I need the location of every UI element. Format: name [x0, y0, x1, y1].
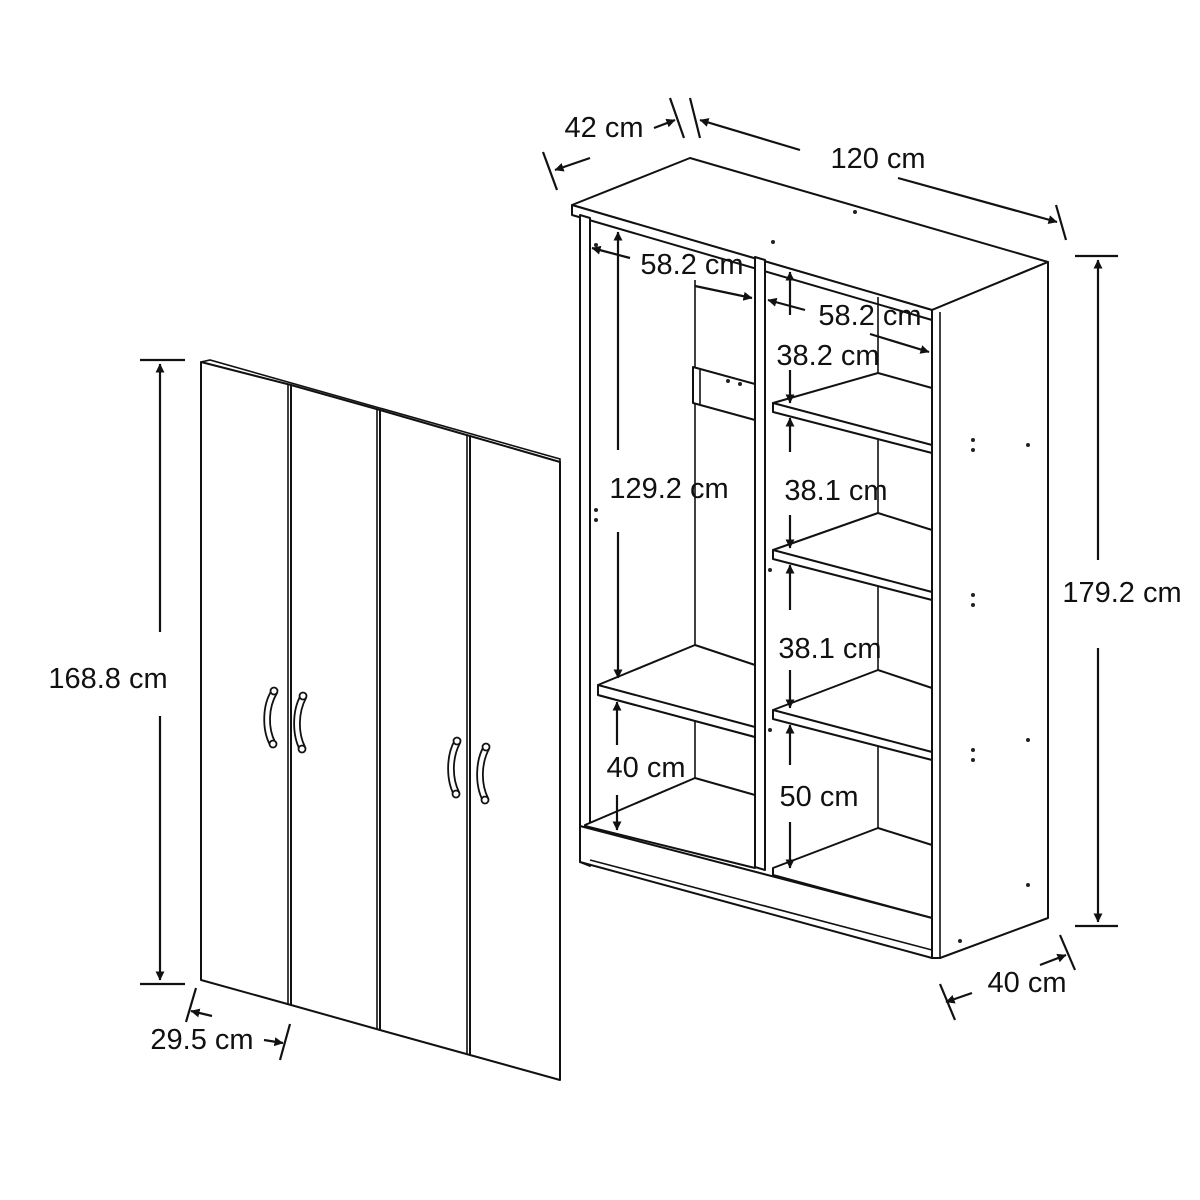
- cabinet-center-divider: [754, 256, 766, 871]
- right-bottom-height-label: 50 cm: [780, 781, 859, 813]
- door-top-edge: [200, 359, 561, 462]
- cabinet-depth-top-label: 42 cm: [565, 112, 644, 144]
- door-panel-3: [379, 409, 471, 1056]
- door-panel-1: [200, 361, 292, 1006]
- cabinet-width-label: 120 cm: [830, 143, 925, 175]
- door-panel-2: [290, 384, 381, 1031]
- left-bottom-height-label: 40 cm: [607, 752, 686, 784]
- cabinet-height-dimension: 179.2 cm: [1062, 254, 1182, 928]
- door-handle: [476, 742, 491, 805]
- left-inner-width-dimension: 58.2 cm: [591, 245, 753, 301]
- hanging-height-dimension: 129.2 cm: [609, 231, 729, 679]
- cabinet-height-label: 179.2 cm: [1062, 577, 1181, 609]
- right-bottom-height-dimension: 50 cm: [780, 724, 859, 869]
- door-panel-4: [469, 435, 561, 1081]
- door-width-label: 29.5 cm: [150, 1024, 253, 1056]
- shelf3-height-label: 38.1 cm: [778, 633, 881, 665]
- door-panels: [200, 359, 561, 1081]
- shelf1-height-dimension: 38.2 cm: [776, 271, 880, 404]
- left-bottom-panel: [584, 777, 756, 869]
- door-width-dimension: 29.5 cm: [150, 987, 292, 1061]
- cabinet-depth-bottom-dimension: 40 cm: [938, 934, 1077, 1021]
- door-handle: [263, 686, 279, 749]
- left-bottom-height-dimension: 40 cm: [607, 701, 686, 831]
- shelf2-height-label: 38.1 cm: [784, 475, 887, 507]
- door-height-dimension: 168.8 cm: [48, 358, 185, 986]
- screw-holes: [594, 210, 1030, 943]
- cabinet-side-panel: [931, 261, 1049, 959]
- right-bottom-panel: [772, 827, 933, 919]
- shelf2-height-dimension: 38.1 cm: [784, 417, 888, 549]
- left-inner-width-label: 58.2 cm: [640, 249, 743, 281]
- hanging-height-label: 129.2 cm: [609, 473, 728, 505]
- wardrobe-cabinet: [571, 157, 1049, 959]
- door-handle: [293, 691, 308, 754]
- door-height-label: 168.8 cm: [48, 663, 167, 695]
- cabinet-depth-bottom-label: 40 cm: [988, 967, 1067, 999]
- cabinet-depth-top-dimension: 42 cm: [541, 97, 686, 191]
- door-handle: [447, 736, 462, 799]
- right-inner-width-label: 58.2 cm: [818, 300, 921, 332]
- cabinet-left-panel: [579, 214, 591, 867]
- cabinet-width-dimension: 120 cm: [688, 97, 1068, 241]
- hanging-rail-bracket: [692, 366, 756, 421]
- shelf1-height-label: 38.2 cm: [776, 340, 879, 372]
- right-shelf-3: [772, 669, 933, 756]
- shelf3-height-dimension: 38.1 cm: [778, 564, 882, 709]
- right-inner-width-dimension: 58.2 cm: [767, 297, 930, 354]
